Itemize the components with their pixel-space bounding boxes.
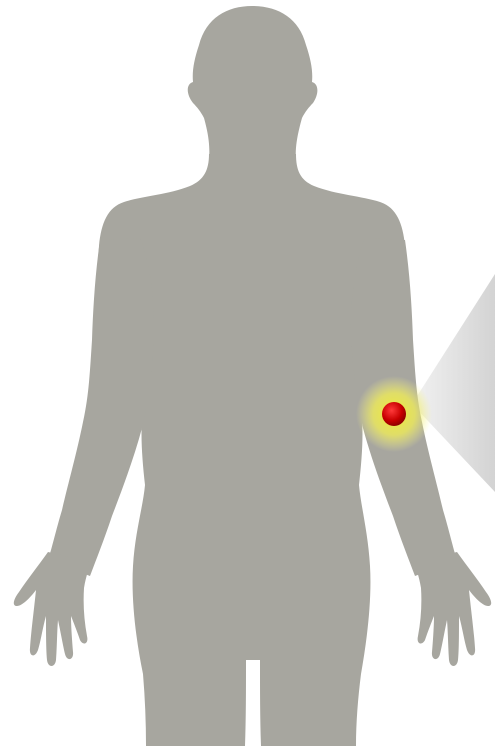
torso: [95, 154, 409, 746]
marker-dot[interactable]: [382, 402, 406, 426]
left-hand: [14, 552, 91, 666]
body-silhouette: [14, 6, 491, 746]
head: [188, 6, 318, 160]
right-hand: [414, 552, 491, 666]
